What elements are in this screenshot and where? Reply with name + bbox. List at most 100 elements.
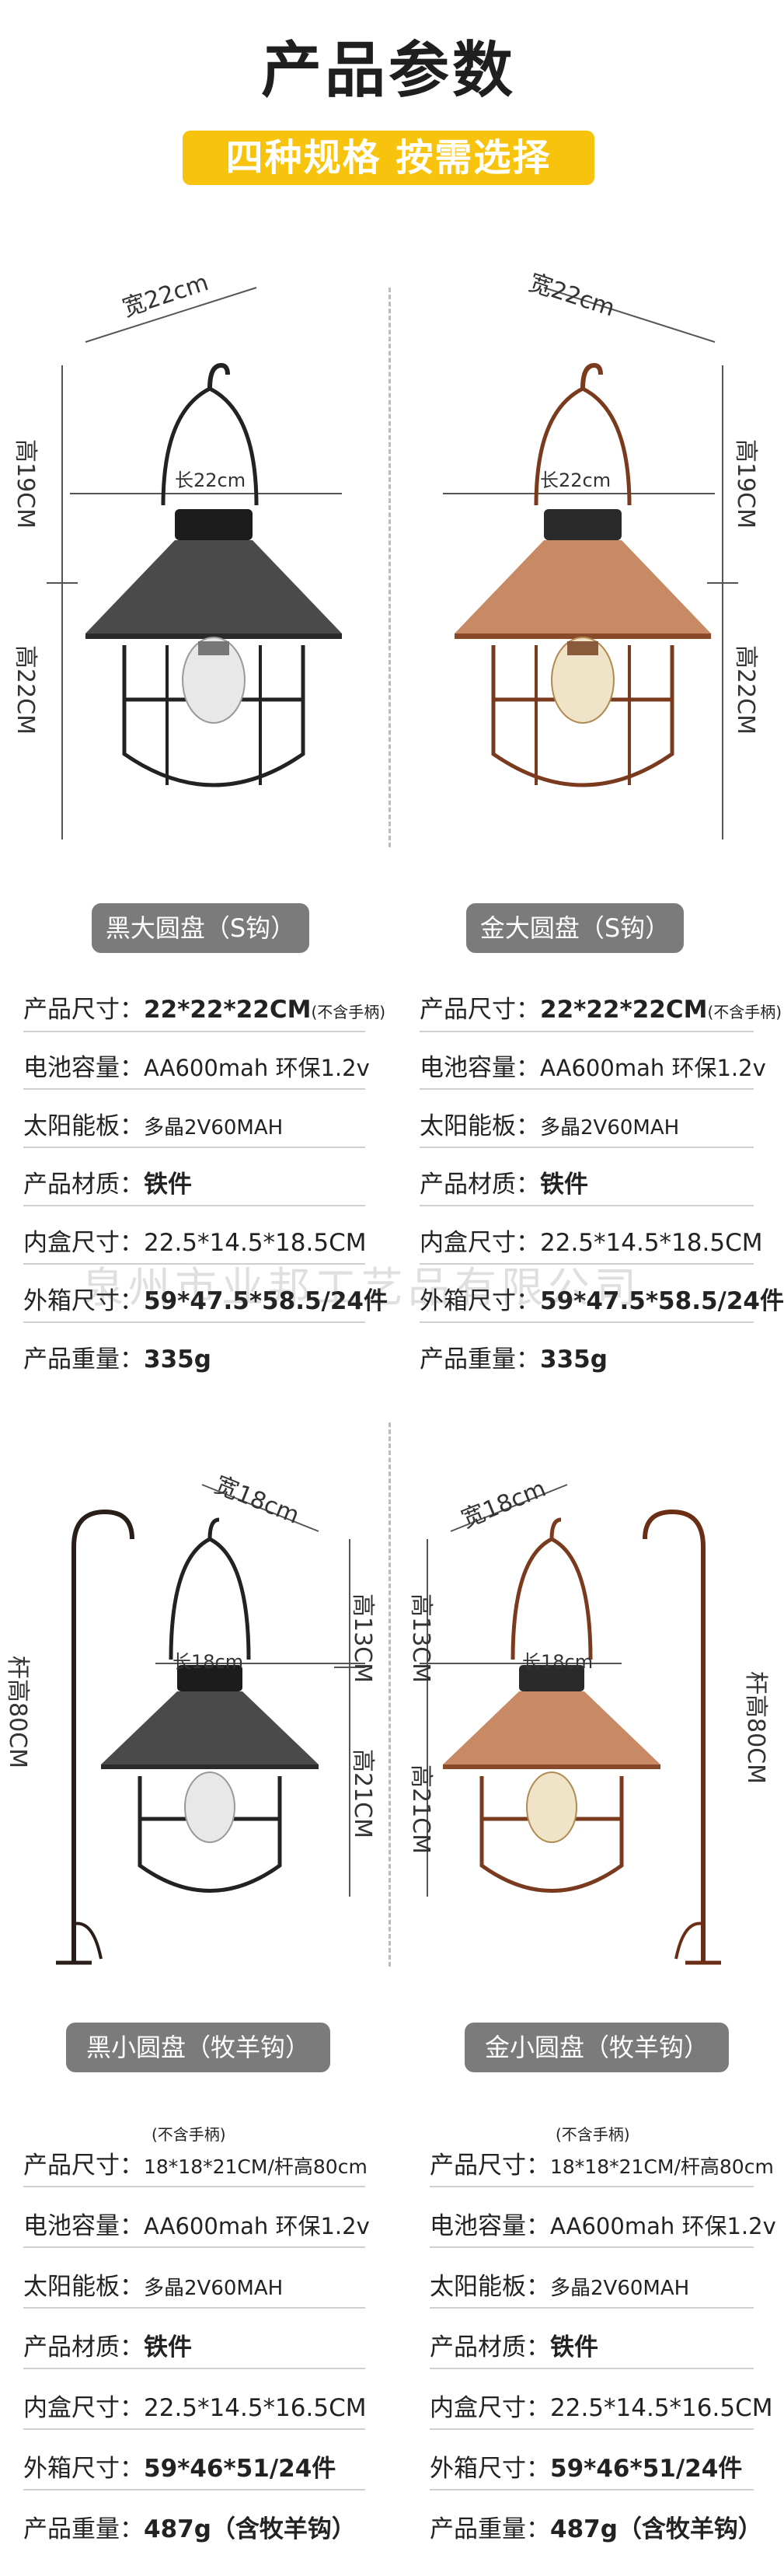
spec-outer-box-row: 外箱尺寸：59*47.5*58.5/24件 xyxy=(420,1281,784,1316)
spec-value: 335g xyxy=(144,1346,211,1374)
spec-banner: 四种规格 按需选择 xyxy=(183,131,594,185)
spec-material-row: 产品材质：铁件 xyxy=(430,2327,598,2362)
spec-value: 487g（含牧羊钩） xyxy=(550,2515,762,2543)
spec-label: 内盒尺寸： xyxy=(430,2394,550,2422)
spec-size-row: 产品尺寸：22*22*22CM(不含手柄) xyxy=(23,990,385,1024)
spec-label: 外箱尺寸： xyxy=(430,2455,550,2483)
spec-weight-row: 产品重量：335g xyxy=(23,1339,211,1374)
row-divider xyxy=(420,1088,754,1090)
spec-weight-row: 产品重量：335g xyxy=(420,1339,608,1374)
lamp-image-black-large xyxy=(47,287,342,839)
spec-battery-row: 电池容量：AA600mah 环保1.2v xyxy=(23,2206,370,2241)
row-divider xyxy=(430,2307,754,2309)
spec-value: 铁件 xyxy=(540,1171,588,1199)
dim-height-bottom: 高22CM xyxy=(732,645,759,735)
spec-value: 铁件 xyxy=(144,1171,192,1199)
row-divider xyxy=(23,2307,365,2309)
spec-outer-box-row: 外箱尺寸：59*46*51/24件 xyxy=(430,2449,742,2484)
row-divider xyxy=(23,1031,365,1032)
variant-pill-copper-large[interactable]: 金大圆盘（S钩） xyxy=(466,903,684,953)
dim-length: 长22cm xyxy=(540,469,612,491)
spec-battery-row: 电池容量：AA600mah 环保1.2v xyxy=(420,1048,766,1083)
spec-label: 电池容量： xyxy=(430,2212,550,2240)
spec-value: 59*47.5*58.5/24件 xyxy=(540,1287,784,1315)
spec-value: AA600mah 环保1.2v xyxy=(550,2213,776,2239)
spec-label: 产品重量： xyxy=(23,2515,144,2543)
spec-value: 18*18*21CM/杆高80cm xyxy=(144,2155,368,2178)
spec-value: 335g xyxy=(540,1346,608,1374)
lamp-image-black-small xyxy=(56,1484,365,1965)
spec-label: 太阳能板： xyxy=(23,1112,144,1140)
spec-weight-row: 产品重量：487g（含牧羊钩） xyxy=(23,2509,356,2544)
spec-note: (不含手柄) xyxy=(152,2125,226,2144)
spec-value: 22*22*22CM xyxy=(540,996,708,1024)
spec-label: 外箱尺寸： xyxy=(23,2455,144,2483)
top-divider xyxy=(389,288,391,847)
spec-label: 太阳能板： xyxy=(430,2273,550,2301)
variant-pill-black-large[interactable]: 黑大圆盘（S钩） xyxy=(92,903,309,953)
spec-banner-text: 四种规格 按需选择 xyxy=(225,136,552,180)
row-divider xyxy=(430,2428,754,2430)
row-divider xyxy=(23,1263,365,1265)
spec-value: 多晶2V60MAH xyxy=(144,1116,284,1140)
spec-size-row: 产品尺寸：18*18*21CM/杆高80cm xyxy=(430,2145,774,2180)
spec-label: 产品材质： xyxy=(430,2333,550,2361)
spec-value: 59*47.5*58.5/24件 xyxy=(144,1287,388,1315)
spec-label: 内盒尺寸： xyxy=(420,1229,540,1257)
dim-height-top: 高19CM xyxy=(732,439,759,529)
spec-label: 产品尺寸： xyxy=(23,996,144,1024)
row-divider xyxy=(430,2368,754,2369)
dim-length: 长22cm xyxy=(175,469,246,491)
spec-material-row: 产品材质：铁件 xyxy=(23,1164,192,1199)
spec-note: (不含手柄) xyxy=(311,1003,386,1021)
dim-height-top: 高19CM xyxy=(12,439,39,529)
row-divider xyxy=(420,1031,754,1032)
spec-material-row: 产品材质：铁件 xyxy=(23,2327,192,2362)
row-divider xyxy=(430,2246,754,2248)
row-divider xyxy=(23,1088,365,1090)
row-divider xyxy=(430,2489,754,2490)
spec-label: 电池容量： xyxy=(23,1054,144,1082)
spec-outer-box-row: 外箱尺寸：59*46*51/24件 xyxy=(23,2449,336,2484)
spec-label: 太阳能板： xyxy=(420,1112,540,1140)
spec-value: 487g（含牧羊钩） xyxy=(144,2515,356,2543)
row-divider xyxy=(23,1205,365,1206)
spec-note: (不含手柄) xyxy=(707,1003,782,1021)
spec-value: 22*22*22CM xyxy=(144,996,312,1024)
spec-solar-row: 太阳能板：多晶2V60MAH xyxy=(23,1106,283,1141)
spec-value: 59*46*51/24件 xyxy=(550,2455,743,2483)
row-divider xyxy=(23,1321,365,1323)
row-divider xyxy=(420,1147,754,1148)
dim-pole-height: 杆高80CM xyxy=(742,1671,769,1785)
spec-value: 22.5*14.5*16.5CM xyxy=(550,2394,773,2422)
variant-pill-copper-small[interactable]: 金小圆盘（牧羊钩） xyxy=(465,2023,729,2072)
spec-material-row: 产品材质：铁件 xyxy=(420,1164,588,1199)
spec-label: 产品材质： xyxy=(23,2333,144,2361)
dim-length: 长18cm xyxy=(522,1651,594,1673)
spec-value: 18*18*21CM/杆高80cm xyxy=(550,2155,774,2178)
row-divider xyxy=(23,1147,365,1148)
spec-weight-row: 产品重量：487g（含牧羊钩） xyxy=(430,2509,762,2544)
spec-solar-row: 太阳能板：多晶2V60MAH xyxy=(420,1106,679,1141)
lamp-image-copper-small xyxy=(420,1484,721,1965)
spec-label: 内盒尺寸： xyxy=(23,2394,144,2422)
row-divider xyxy=(23,2428,365,2430)
variant-pill-black-small[interactable]: 黑小圆盘（牧羊钩） xyxy=(66,2023,330,2072)
dim-height-bottom: 高21CM xyxy=(349,1749,376,1839)
spec-label: 产品尺寸： xyxy=(23,2152,144,2180)
dim-height-bottom: 高22CM xyxy=(12,645,39,735)
spec-value: 多晶2V60MAH xyxy=(144,2277,284,2300)
spec-value: 铁件 xyxy=(550,2333,598,2361)
spec-label: 产品重量： xyxy=(420,1346,540,1374)
spec-value: 22.5*14.5*18.5CM xyxy=(540,1229,763,1257)
spec-size-row: 产品尺寸：18*18*21CM/杆高80cm xyxy=(23,2145,368,2180)
spec-label: 产品重量： xyxy=(430,2515,550,2543)
dim-height-top: 高13CM xyxy=(349,1593,376,1684)
watermark: 泉州市业邦工艺品有限公司 xyxy=(82,1263,641,1312)
spec-note: (不含手柄) xyxy=(556,2125,630,2144)
spec-value: AA600mah 环保1.2v xyxy=(144,2213,370,2239)
spec-outer-box-row: 外箱尺寸：59*47.5*58.5/24件 xyxy=(23,1281,388,1316)
spec-value: AA600mah 环保1.2v xyxy=(540,1055,766,1081)
row-divider xyxy=(420,1321,754,1323)
dim-height-bottom: 高21CM xyxy=(407,1764,434,1855)
